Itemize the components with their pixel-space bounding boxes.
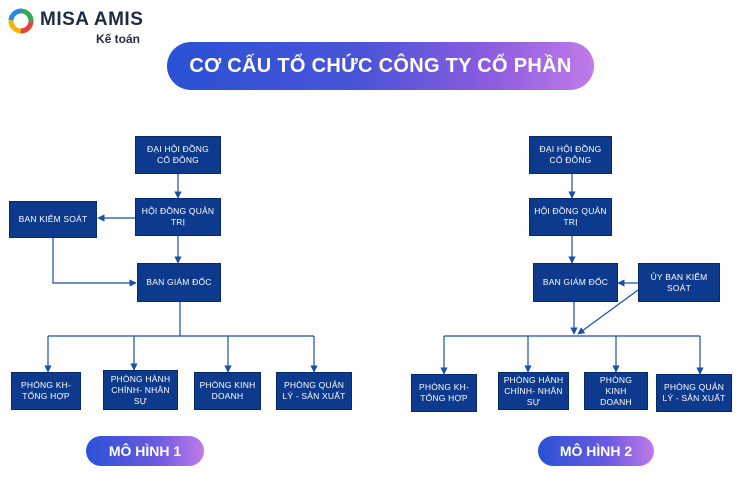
model-2-label: MÔ HÌNH 2 (538, 436, 654, 466)
m2-dept-3: PHÒNG KINH DOANH (584, 372, 648, 410)
m1-directors-box: BAN GIÁM ĐỐC (137, 263, 221, 302)
page-title: CƠ CẤU TỔ CHỨC CÔNG TY CỔ PHẦN (167, 42, 594, 90)
m1-dept-1: PHÒNG KH- TỔNG HỢP (11, 372, 81, 410)
m1-board-box: HỘI ĐỒNG QUẢN TRỊ (135, 198, 221, 236)
m2-dept-4: PHÒNG QUẢN LÝ - SẢN XUẤT (656, 374, 732, 412)
m2-dept-1: PHÒNG KH- TỔNG HỢP (411, 374, 477, 412)
m1-dept-2: PHÒNG HÀNH CHÍNH- NHÂN SỰ (103, 370, 178, 410)
m2-board-box: HỘI ĐỒNG QUẢN TRỊ (529, 198, 612, 236)
misa-logo-icon (8, 8, 34, 34)
m1-supervisory-box: BAN KIỂM SOÁT (9, 201, 97, 238)
brand-name: MISA AMIS (40, 9, 144, 30)
m1-dept-4: PHÒNG QUẢN LÝ - SẢN XUẤT (276, 372, 352, 410)
brand-logo: MISA AMIS Kế toán (8, 6, 148, 46)
m2-audit-committee-box: ỦY BAN KIỂM SOÁT (638, 263, 720, 302)
m2-directors-box: BAN GIÁM ĐỐC (533, 263, 618, 302)
m1-link-supervisory-directors (52, 238, 137, 287)
m1-shareholders-box: ĐẠI HỘI ĐỒNG CỔ ĐÔNG (135, 136, 221, 174)
m1-dept-3: PHÒNG KINH DOANH (194, 372, 261, 410)
m2-link-committee-bus (577, 289, 639, 335)
model-1-label: MÔ HÌNH 1 (86, 436, 204, 466)
m2-shareholders-box: ĐẠI HỘI ĐỒNG CỔ ĐÔNG (529, 136, 612, 174)
brand-subtitle: Kế toán (96, 32, 141, 46)
m2-dept-2: PHÒNG HÀNH CHÍNH- NHÂN SỰ (498, 372, 569, 410)
